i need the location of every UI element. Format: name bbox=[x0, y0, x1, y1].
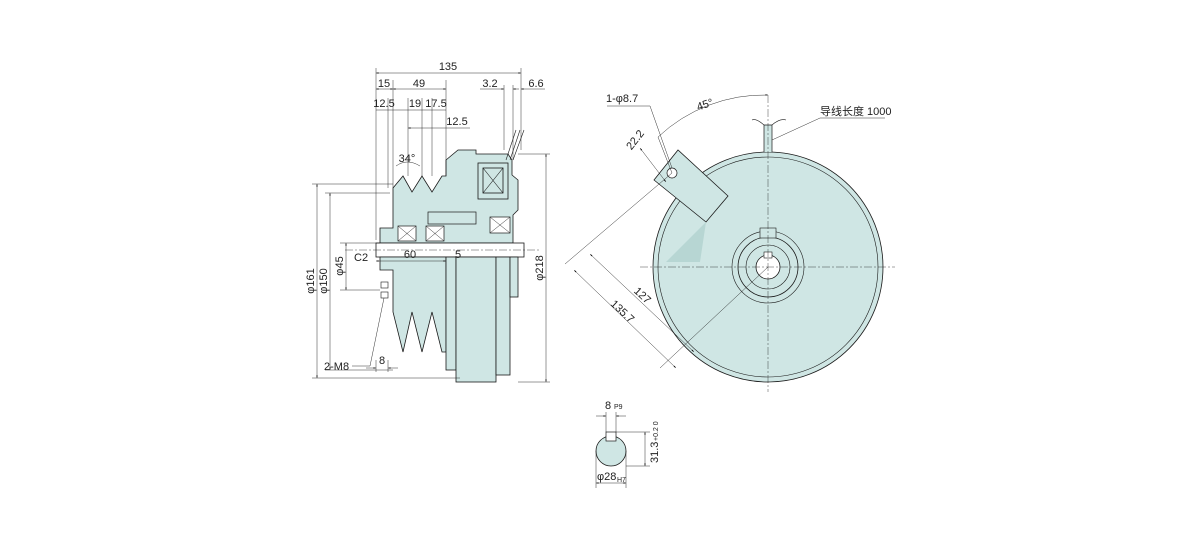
dim-45: φ45 bbox=[334, 256, 346, 275]
coil-inner bbox=[482, 167, 504, 194]
bore-tol: H7 bbox=[617, 477, 626, 484]
dim-150: φ150 bbox=[318, 268, 330, 294]
key-depth: 31.3 bbox=[649, 442, 661, 463]
key-width-tol: P9 bbox=[614, 404, 623, 411]
dim-17-5: 17.5 bbox=[425, 98, 446, 110]
dim-45deg: 45° bbox=[695, 97, 715, 114]
dim-161: φ161 bbox=[305, 268, 317, 294]
keyway bbox=[605, 431, 617, 442]
shaft-insert bbox=[427, 211, 477, 225]
key-depth-tol: +0.2 0 bbox=[653, 421, 660, 441]
dim-12-5-left: 12.5 bbox=[373, 98, 394, 110]
dim-8: 8 bbox=[379, 355, 385, 367]
dim-49: 49 bbox=[413, 78, 425, 90]
dim-5: 5 bbox=[455, 249, 461, 261]
dim-34deg: 34° bbox=[399, 153, 416, 165]
shaft-detail: 8 P9 31.3 +0.2 0 φ28 H7 bbox=[595, 400, 661, 488]
dim-22-2: 22.2 bbox=[624, 128, 647, 152]
lower-rotor bbox=[455, 256, 497, 383]
dim-127: 127 bbox=[631, 285, 653, 306]
dim-lead: 导线长度 1000 bbox=[820, 104, 892, 118]
lower-armature bbox=[445, 256, 457, 371]
key-width: 8 bbox=[605, 400, 611, 412]
lower-pulley bbox=[379, 256, 447, 353]
front-view: 45° 1-φ8.7 22.2 导线长度 1000 127 135.7 bbox=[564, 93, 895, 392]
bore-dia: φ28 bbox=[597, 471, 616, 483]
side-view: 135 15 49 3.2 6.6 12.5 19 17.5 12.5 34° … bbox=[305, 61, 550, 383]
dim-c2: C2 bbox=[354, 252, 368, 264]
dim-hole: 1-φ8.7 bbox=[606, 93, 638, 105]
dim-3-2: 3.2 bbox=[482, 78, 497, 90]
dim-19: 19 bbox=[409, 98, 421, 110]
lower-collar bbox=[509, 256, 519, 298]
lower-cap bbox=[495, 256, 511, 376]
dim-218: φ218 bbox=[534, 255, 546, 281]
dim-135-7: 135.7 bbox=[608, 298, 636, 326]
dim-15: 15 bbox=[378, 78, 390, 90]
dim-6-6: 6.6 bbox=[528, 78, 543, 90]
dim-2-m8: 2-M8 bbox=[324, 361, 349, 373]
dim-135: 135 bbox=[439, 61, 457, 73]
dim-12-5-right: 12.5 bbox=[446, 116, 467, 128]
dim-60: 60 bbox=[404, 249, 416, 261]
